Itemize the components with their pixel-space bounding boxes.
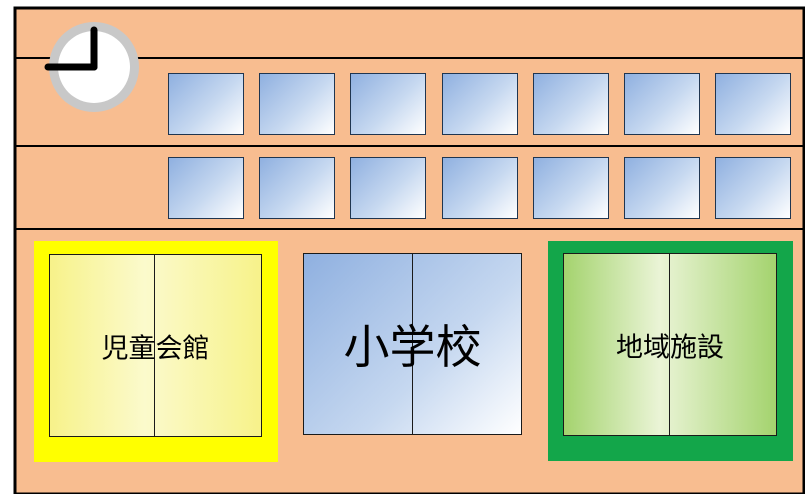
window-pane [350,157,427,219]
window-pane [624,157,700,219]
door-split-line [154,255,155,436]
children-hall-door: 児童会館 [49,254,262,437]
window-pane [441,73,518,135]
window-pane [168,73,244,135]
window-pane [624,73,700,135]
children-hall-entrance: 児童会館 [34,241,278,462]
door-split-line [412,254,413,434]
elementary-school-label: 小学校 [343,320,482,374]
children-hall-label: 児童会館 [101,333,210,364]
elementary-school-door: 小学校 [303,253,522,435]
window-pane [532,157,609,219]
community-facility-label: 地域施設 [616,332,724,363]
clock-icon [44,22,139,112]
window-pane [168,157,244,219]
window-pane [715,157,792,219]
window-pane [350,73,427,135]
window-pane [259,157,336,219]
window-pane [715,73,792,135]
community-facility-entrance: 地域施設 [548,241,793,461]
window-pane [259,73,336,135]
window-pane [532,73,609,135]
door-split-line [669,254,670,435]
window-pane [441,157,518,219]
community-facility-door: 地域施設 [563,253,777,436]
